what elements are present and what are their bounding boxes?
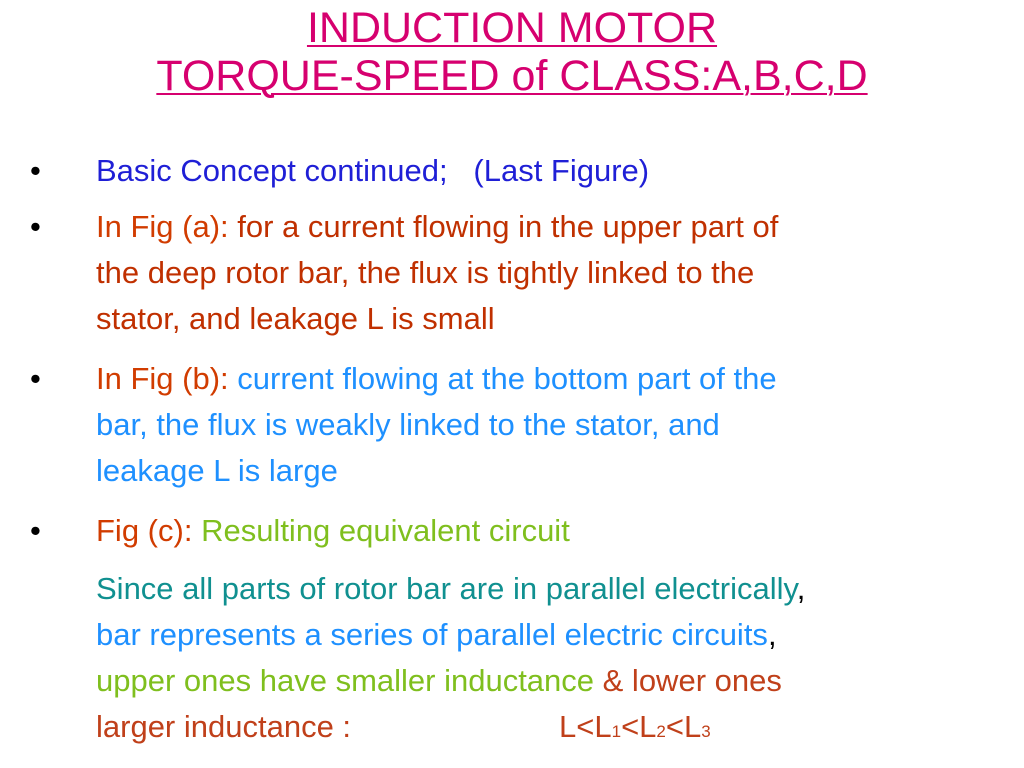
bullet-marker-3: • — [30, 361, 41, 396]
paragraph-line-2: bar represents a series of parallel elec… — [96, 617, 768, 652]
paragraph-line-1: Since all parts of rotor bar are in para… — [96, 571, 797, 606]
paragraph-line-3a: upper ones have smaller inductance — [96, 663, 595, 698]
bullet-2-lead: In Fig (a): — [96, 209, 238, 244]
bullet-4-lead: Fig (c): — [96, 513, 202, 548]
formula-l2: <L — [665, 709, 702, 744]
bullet-4: Fig (c): Resulting equivalent circuit — [96, 508, 1001, 554]
formula-sub-2: 2 — [656, 722, 666, 741]
bullet-4-line-1: Resulting equivalent circuit — [201, 513, 570, 548]
inductance-formula: L<L1<L2<L3 — [559, 704, 711, 755]
formula-sub-1: 1 — [611, 722, 622, 741]
title-line-1: INDUCTION MOTOR — [306, 4, 718, 52]
bullet-3-line-1: current flowing at the bottom part of th… — [237, 361, 777, 396]
bullet-2-line-1: for a current flowing in the upper part … — [237, 209, 779, 244]
bullet-marker-2: • — [30, 209, 41, 244]
bullet-3: In Fig (b): current flowing at the botto… — [96, 356, 1001, 494]
paragraph-comma-2: , — [767, 617, 777, 652]
bullet-1: Basic Concept continued; (Last Figure) — [96, 148, 1001, 194]
bullet-3-lead: In Fig (b): — [96, 361, 238, 396]
bullet-2-line-3: stator, and leakage L is small — [96, 301, 495, 336]
paragraph-line-4: larger inductance : — [96, 709, 352, 744]
formula-l1: <L — [621, 709, 657, 744]
bullet-1-text: Basic Concept continued; (Last Figure) — [96, 153, 650, 188]
paragraph-comma-1: , — [796, 571, 806, 606]
bullet-3-line-2: bar, the flux is weakly linked to the st… — [96, 407, 720, 442]
bullet-2: In Fig (a): for a current flowing in the… — [96, 204, 1001, 342]
title-line-2: TORQUE-SPEED of CLASS:A,B,C,D — [156, 52, 868, 100]
summary-paragraph: Since all parts of rotor bar are in para… — [92, 566, 1017, 750]
bullet-3-line-3: leakage L is large — [96, 453, 338, 488]
paragraph-line-3b: & lower ones — [594, 663, 782, 698]
bullet-marker-4: • — [30, 513, 41, 548]
formula-sub-3: 3 — [701, 722, 711, 741]
bullet-marker-1: • — [30, 153, 41, 188]
bullet-2-line-2: the deep rotor bar, the flux is tightly … — [96, 255, 755, 290]
formula-l0: L<L — [559, 709, 612, 744]
slide-title: INDUCTION MOTOR TORQUE-SPEED of CLASS:A,… — [0, 4, 1024, 100]
